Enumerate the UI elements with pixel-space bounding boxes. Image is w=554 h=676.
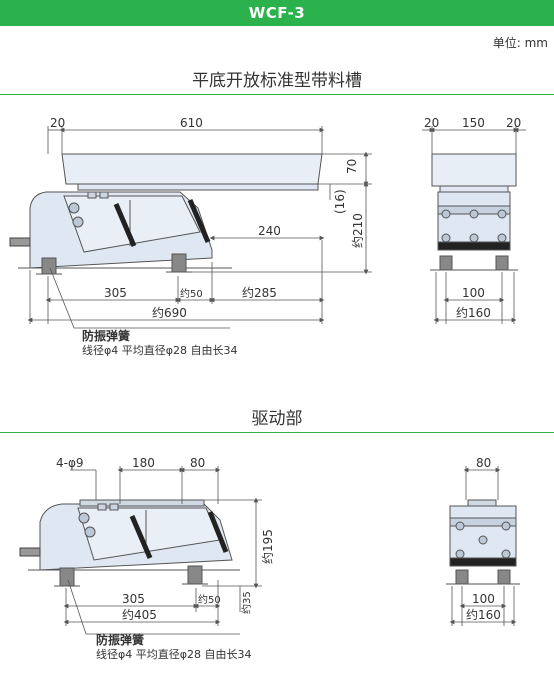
section1-side-dims (422, 126, 526, 324)
dim-405: 约405 (122, 607, 157, 622)
dim-70: 70 (345, 159, 359, 174)
section2-front-view (19, 499, 240, 587)
model-title: WCF-3 (248, 4, 306, 22)
side2-dim-80: 80 (476, 456, 491, 470)
dim-240: 240 (258, 224, 281, 238)
dim-195: 约195 (260, 529, 275, 564)
section1-title: 平底开放标准型带料槽 (192, 71, 362, 91)
spring-label-2: 防振弹簧 (96, 632, 144, 647)
trough-shape (61, 153, 323, 185)
section1-rule (0, 94, 554, 95)
section2-front-labels: 4-φ9 180 80 约195 约35 305 约50 约405 防振弹簧 线… (56, 456, 275, 661)
section1-side-view (430, 153, 518, 271)
section2-side-view (446, 499, 520, 585)
side-dim-20-right: 20 (506, 116, 521, 130)
section2-front-dims (63, 466, 262, 635)
dim-80: 80 (190, 456, 205, 470)
section2-side-dims (449, 466, 517, 626)
side-dim-20-left: 20 (424, 116, 439, 130)
side2-dim-160: 约160 (466, 607, 501, 622)
dim-210: 约210 (350, 213, 365, 248)
dim-16: (16) (333, 189, 347, 214)
dim-50: 约50 (180, 287, 203, 300)
dim2-305: 305 (122, 592, 145, 606)
spring-label: 防振弹簧 (82, 328, 130, 343)
side-dim-160: 约160 (456, 305, 491, 320)
dim-285: 约285 (242, 285, 277, 300)
side2-dim-100: 100 (472, 592, 495, 606)
section1-side-labels: 20 150 20 100 约160 (424, 116, 521, 320)
dim-690: 约690 (152, 305, 187, 320)
section2-rule (0, 432, 554, 433)
section2-title: 驱动部 (251, 409, 303, 429)
hole-label: 4-φ9 (56, 456, 84, 470)
section1-front-labels: 20 610 70 (16) 约210 240 305 约50 约285 约69… (50, 116, 365, 357)
spring-spec-2: 线径φ4 平均直径φ28 自由长34 (96, 647, 252, 661)
dim-305: 305 (104, 286, 127, 300)
unit-label: 单位: mm (492, 36, 548, 50)
side-dim-100: 100 (462, 286, 485, 300)
section1-front-view (9, 153, 323, 275)
dim-20: 20 (50, 116, 65, 130)
side-dim-150: 150 (462, 116, 485, 130)
dim-180: 180 (132, 456, 155, 470)
dim2-50: 约50 (198, 593, 221, 606)
dim-35: 约35 (240, 591, 253, 614)
section1-front-dims (27, 126, 372, 329)
section2-side-labels: 80 100 约160 (466, 456, 501, 622)
model-banner: WCF-3 (0, 0, 554, 26)
dim-610: 610 (180, 116, 203, 130)
spring-spec: 线径φ4 平均直径φ28 自由长34 (82, 343, 238, 357)
